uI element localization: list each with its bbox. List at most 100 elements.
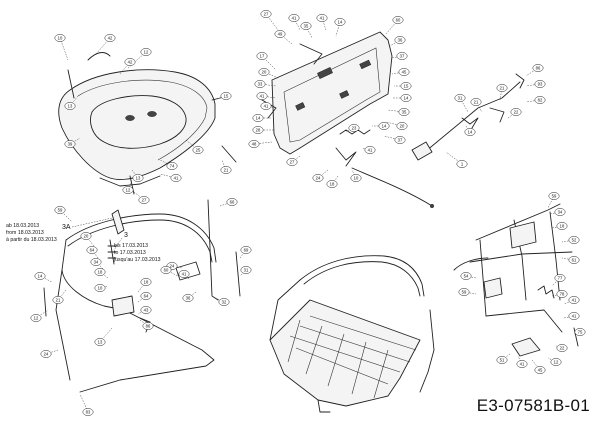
callout-bubble xyxy=(80,232,92,240)
note-bis-line-2: to 17.03.2013 xyxy=(114,250,146,256)
callout-bubble xyxy=(350,174,362,182)
callout-leader xyxy=(551,293,563,297)
callout-number: 21 xyxy=(474,100,479,105)
callout-number: 12 xyxy=(554,360,559,365)
callout-number: 31 xyxy=(244,268,249,273)
callout-bar-18: 41 xyxy=(178,270,191,281)
callout-frame-1: 49 xyxy=(274,30,293,45)
callout-right-1: 34 xyxy=(549,208,566,216)
callout-number: 35 xyxy=(402,110,407,115)
seat-pan-assembly xyxy=(58,52,237,195)
rear-rod-long xyxy=(79,309,215,393)
callout-number: 41 xyxy=(260,94,265,99)
callout-number: 34 xyxy=(558,210,563,215)
seat-pan-hinge xyxy=(87,52,111,61)
callout-number: 36 xyxy=(186,296,191,301)
callout-seat_pan-12: 27 xyxy=(133,191,150,204)
callout-number: 42 xyxy=(108,36,113,41)
callout-bubble xyxy=(94,268,106,276)
callout-leader xyxy=(551,225,563,229)
frame-slot-1 xyxy=(317,66,333,80)
seat-pan-rim xyxy=(77,79,208,161)
callout-bubble xyxy=(568,296,580,304)
callout-leader xyxy=(525,99,541,103)
frame-slot-3 xyxy=(295,102,306,111)
callout-number: 1 xyxy=(461,162,464,167)
callout-pedal-3: 21 xyxy=(496,84,508,101)
callout-number: 64 xyxy=(144,294,149,299)
callout-bubble xyxy=(464,128,476,136)
callout-bubble xyxy=(94,284,106,292)
callout-number: 13 xyxy=(68,104,73,109)
callout-bubble xyxy=(82,408,94,416)
callout-number: 12 xyxy=(144,50,149,55)
brake-cable xyxy=(351,167,433,207)
callout-right-2: 18 xyxy=(551,222,568,230)
callout-bubble xyxy=(288,14,300,22)
callout-frame-16: 37 xyxy=(391,52,408,60)
callout-number: 24 xyxy=(44,352,49,357)
callout-right-7: 41 xyxy=(563,296,580,305)
callout-bubble xyxy=(554,274,566,282)
rear-rod xyxy=(55,269,71,381)
note-ab-line-3: à partir du 18.03.2013 xyxy=(6,237,57,243)
drawing-code: E3-07581B-01 xyxy=(476,396,590,415)
callout-bubble xyxy=(334,18,346,26)
spring-3 xyxy=(107,239,117,265)
callout-bubble xyxy=(86,246,98,254)
callout-frame-28: 14 xyxy=(372,122,390,130)
callout-number: 59 xyxy=(462,290,467,295)
callout-number: 60 xyxy=(164,268,169,273)
callout-number: 27 xyxy=(264,12,269,17)
note-ab-line-1: ab 18.03.2013 xyxy=(6,223,39,229)
pedal-link xyxy=(489,107,505,123)
callout-number: 12 xyxy=(126,188,131,193)
callout-number: 25 xyxy=(196,148,201,153)
callout-number: 45 xyxy=(538,368,543,373)
callout-bubble xyxy=(312,174,324,182)
callout-pedal-8: 1 xyxy=(445,151,468,168)
callout-number: 14 xyxy=(256,116,261,121)
callout-seat_pan-10: 13 xyxy=(131,169,144,182)
cushion-hole-right xyxy=(147,111,157,117)
spring-3a xyxy=(111,209,125,235)
callout-frame-3: 35 xyxy=(300,22,313,39)
callout-number: 35 xyxy=(304,24,309,29)
callout-bubble xyxy=(248,140,260,148)
roll-bar-upper-inner xyxy=(67,219,213,263)
callout-frame-18: 15 xyxy=(394,82,412,90)
callout-leader xyxy=(171,265,183,269)
callout-right-14: 51 xyxy=(496,353,511,364)
callout-number: 24 xyxy=(316,176,321,181)
callout-frame-27: 10 xyxy=(350,169,362,182)
right-frame-column-c xyxy=(549,211,561,301)
callout-leader xyxy=(85,235,95,247)
callout-bubble xyxy=(54,34,66,42)
callout-bubble xyxy=(378,122,390,130)
callout-bar-0: 59 xyxy=(54,206,73,223)
pedal-bracket xyxy=(461,117,479,129)
callout-number: 13 xyxy=(136,176,141,181)
callout-bar-22: 31 xyxy=(239,266,252,277)
callout-right-12: 45 xyxy=(531,359,546,374)
callout-frame-23: 41 xyxy=(361,146,376,154)
callout-number: 43 xyxy=(144,308,149,313)
callout-number: 52 xyxy=(572,238,577,243)
callout-leader xyxy=(165,269,179,277)
cushion-hole-left xyxy=(125,115,135,121)
callout-number: 10 xyxy=(354,176,359,181)
callout-bubble xyxy=(30,314,42,322)
callout-seat_pan-13: 21 xyxy=(220,159,232,174)
callout-frame-6: 60 xyxy=(385,16,404,35)
callout-number: 14 xyxy=(382,124,387,129)
roll-bar-upper xyxy=(65,213,217,263)
callout-bar-14: 43 xyxy=(137,306,152,315)
callout-bubble xyxy=(40,350,52,358)
seat-cushion xyxy=(90,95,187,149)
seat-pan-front-edge xyxy=(99,175,161,187)
callout-right-11: 12 xyxy=(547,357,562,366)
callout-number: 20 xyxy=(262,70,267,75)
callout-leader xyxy=(525,67,539,77)
callout-bubble xyxy=(532,64,544,72)
